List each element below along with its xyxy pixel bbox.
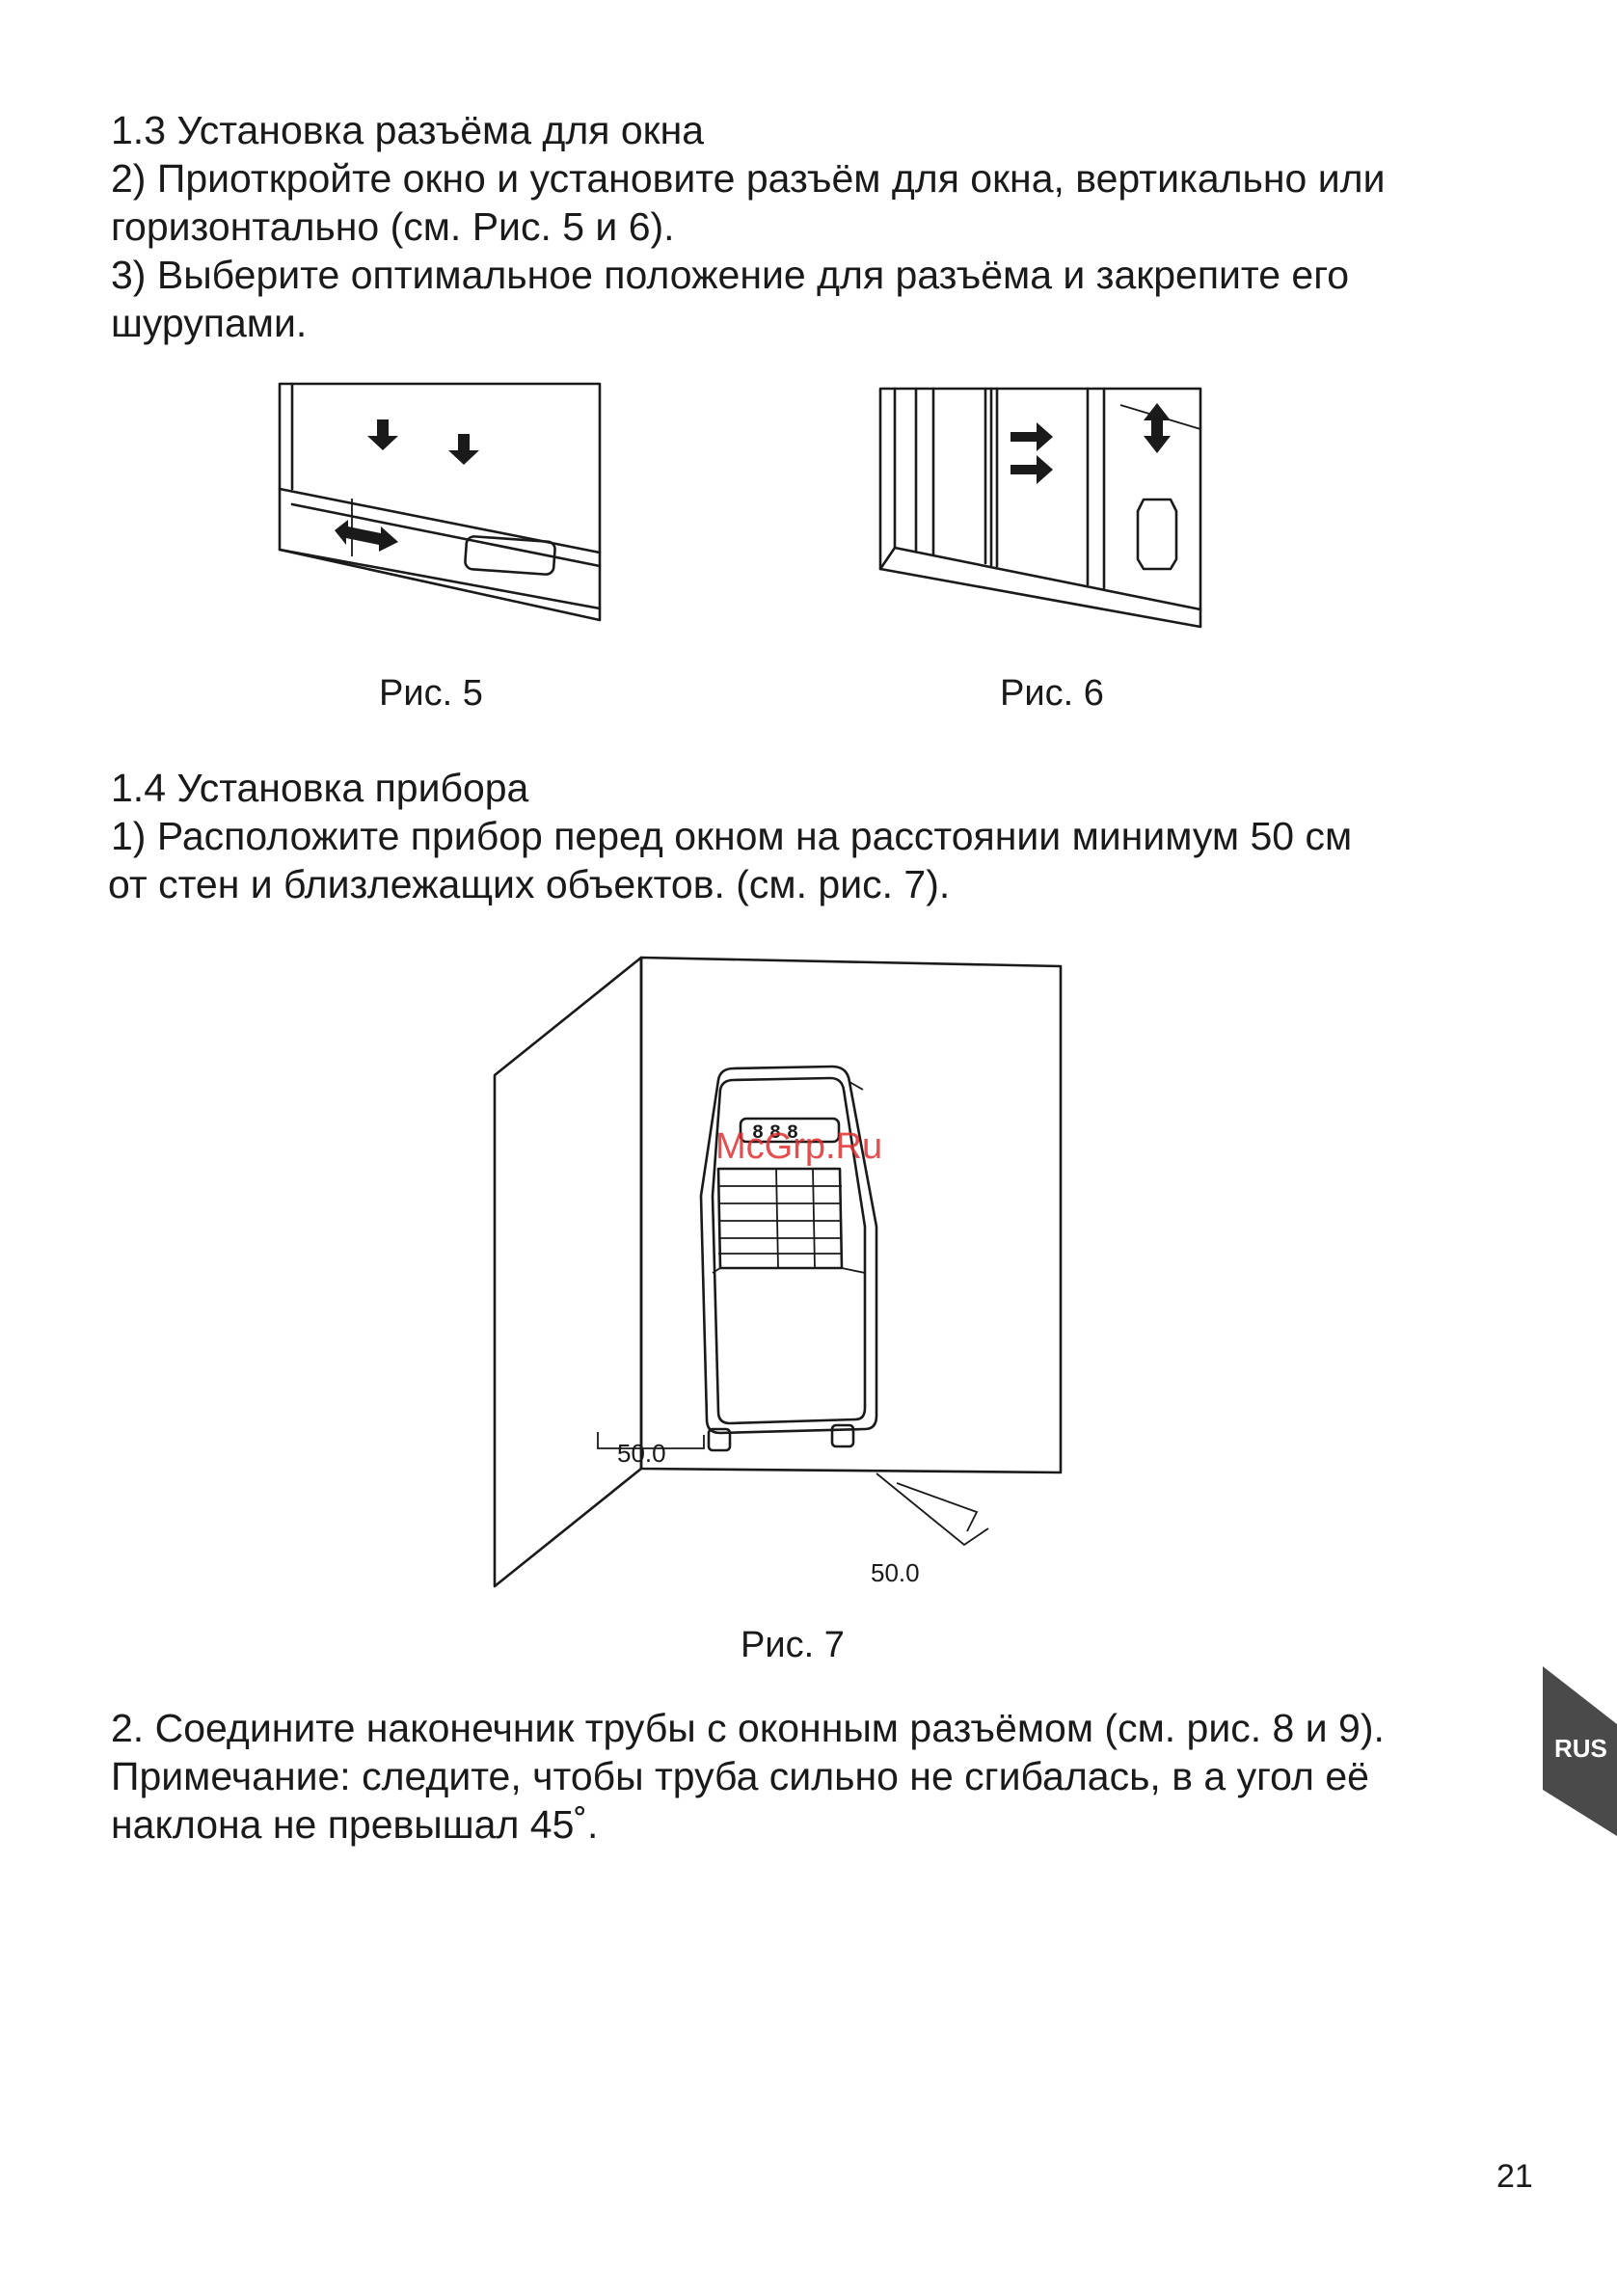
figure-7-display-digits: 888 <box>752 1122 804 1145</box>
section-1-4-heading: 1.4 Установка прибора <box>111 766 529 810</box>
section-1-3-step3-line2: шурупами. <box>111 301 308 345</box>
language-tab: RUS <box>1543 1666 1617 1836</box>
section-2-line2: Примечание: следите, чтобы труба сильно … <box>111 1754 1369 1798</box>
figure-7-caption: Рис. 7 <box>741 1625 845 1665</box>
figure-7-dimension-right: 50.0 <box>871 1558 920 1587</box>
language-tab-label: RUS <box>1554 1734 1607 1763</box>
figure-5-window-horizontal <box>278 382 602 622</box>
section-1-3-step2-line2: горизонтально (см. Рис. 5 и 6). <box>111 204 675 249</box>
section-2-line1: 2. Соедините наконечник трубы с оконным … <box>111 1706 1385 1750</box>
section-1-3-step2-line1: 2) Приоткройте окно и установите разъём … <box>111 156 1386 201</box>
figure-6-window-vertical <box>878 387 1202 629</box>
watermark-text: McGrp.Ru <box>715 1126 883 1167</box>
section-1-4-step1-line1: 1) Расположите прибор перед окном на рас… <box>111 814 1353 858</box>
figure-5-caption: Рис. 5 <box>379 673 483 714</box>
section-1-3-heading: 1.3 Установка разъёма для окна <box>111 108 705 152</box>
section-1-4-step1-line2: от стен и близлежащих объектов. (см. рис… <box>108 862 951 906</box>
figure-7-dimension-left: 50.0 <box>617 1439 666 1468</box>
section-2-line3: наклона не превышал 45˚. <box>111 1802 599 1847</box>
figure-7-unit-in-corner: 888 50.0 50.0 <box>493 956 1063 1588</box>
page-number: 21 <box>1496 2158 1533 2195</box>
section-1-3-step3-line1: 3) Выберите оптимальное положение для ра… <box>111 253 1350 297</box>
figure-6-caption: Рис. 6 <box>1000 673 1104 714</box>
